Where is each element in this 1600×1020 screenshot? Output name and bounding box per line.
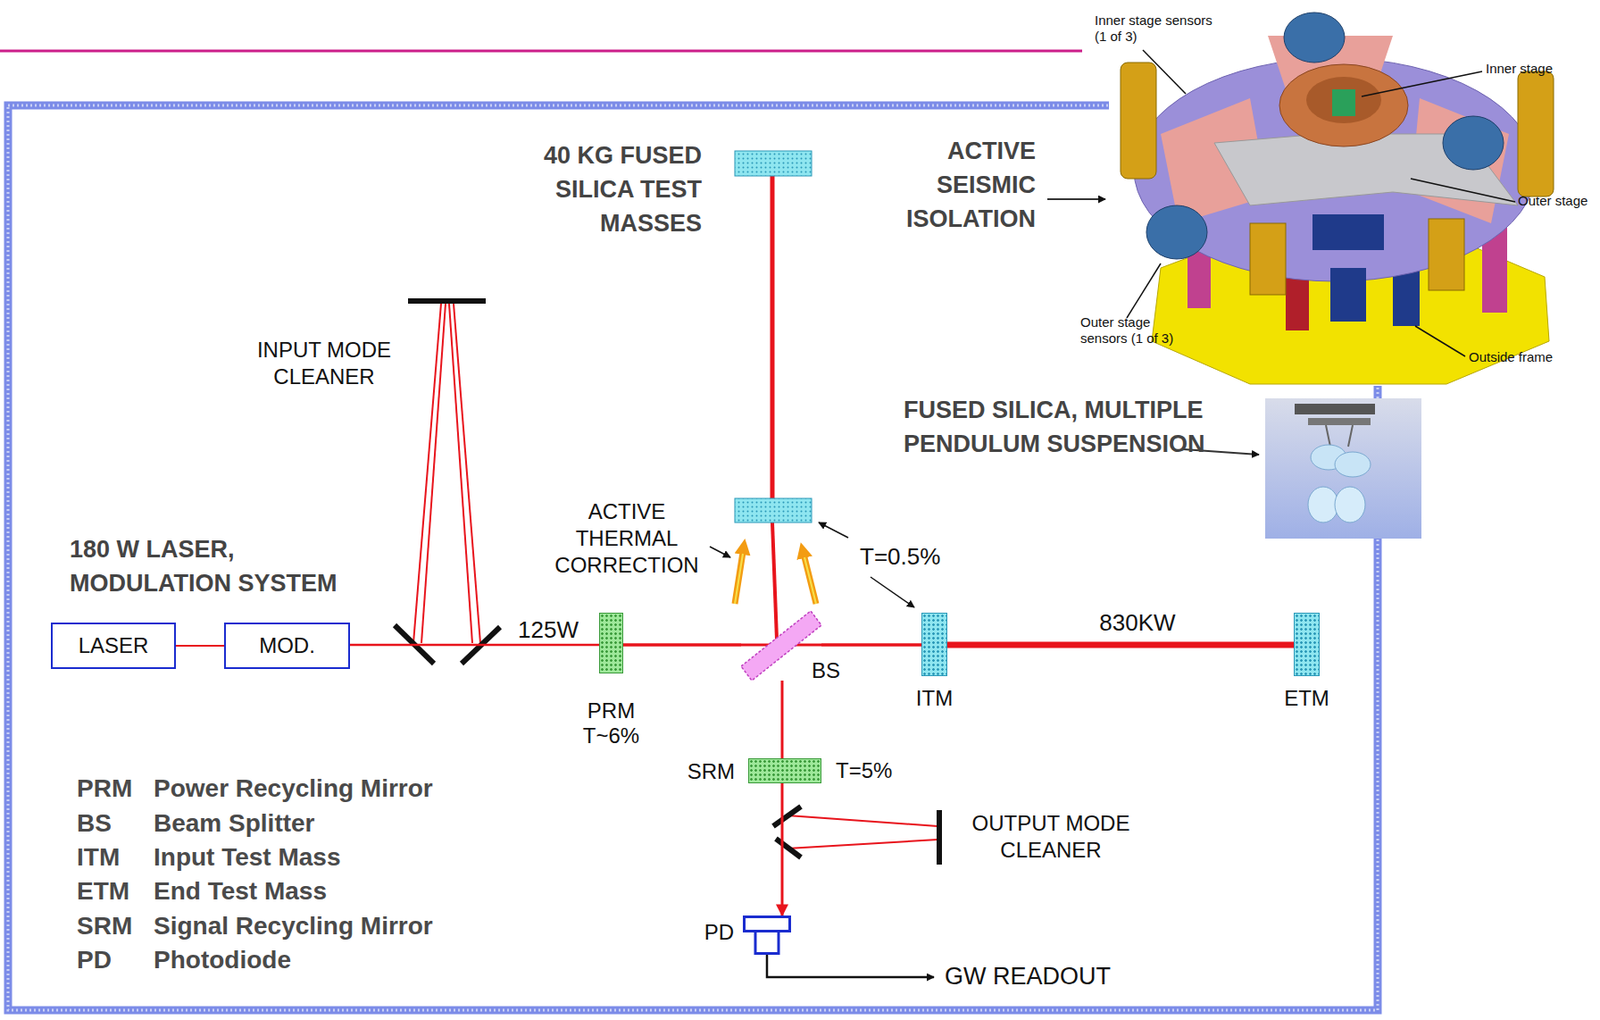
mirror-label: ITM (916, 684, 953, 712)
beam-splitter: BS (741, 610, 822, 681)
pendulum-suspension-illustration (1265, 398, 1422, 539)
annotation-label: INPUT MODE CLEANER (230, 336, 418, 391)
input-test-mass (734, 498, 812, 523)
annotation-label: OUTPUT MODE CLEANER (948, 809, 1154, 864)
abbreviation-list-text: ITM (76, 841, 120, 873)
leader-arrow (1047, 198, 1106, 200)
annotation-label: ACTIVE THERMAL CORRECTION (541, 498, 712, 579)
abbreviation-list-text: PD (76, 944, 112, 975)
part-label: Outer stage sensors (1 of 3) (1080, 314, 1190, 347)
laser-beam (947, 641, 1294, 649)
mirror-label: SRM (687, 758, 735, 785)
abbreviation-list-text: BS (76, 808, 112, 839)
abbreviation-list-text: Beam Splitter (153, 808, 316, 839)
laser-beam (781, 783, 784, 916)
annotation-label: 40 KG FUSED SILICA TEST MASSES (505, 138, 702, 241)
laser-beam (781, 680, 784, 759)
abbreviation-list-text: SRM (76, 910, 133, 942)
photodiode-shape (742, 915, 792, 955)
laser-beam (772, 522, 777, 640)
mirror-label: BS (811, 657, 841, 684)
abbreviation-list-text: Input Test Mass (153, 841, 342, 873)
node-text: MOD. (258, 632, 316, 659)
annotation-label: FUSED SILICA, MULTIPLE PENDULUM SUSPENSI… (903, 392, 1208, 461)
mirror-label: T~6% (583, 722, 640, 750)
abbreviation-list-text: End Test Mass (153, 875, 327, 907)
photodiode: PD (742, 915, 792, 955)
abbreviation-list-text: Photodiode (153, 944, 292, 975)
leader-arrow (818, 522, 849, 538)
laser-beam (770, 175, 775, 499)
end-test-mass (734, 150, 812, 176)
input-test-mass: ITM (921, 612, 948, 676)
beam-power-label: 125W (515, 616, 582, 643)
abbreviation-list-text: Signal Recycling Mirror (153, 910, 434, 942)
abbreviation-list-text: Power Recycling Mirror (153, 773, 434, 804)
part-label: Inner stage (1485, 60, 1553, 77)
output-mode-cleaner (773, 806, 940, 865)
mirror-label: ETM (1283, 684, 1330, 712)
frame-texture (8, 105, 1378, 1010)
leader-arrow (870, 576, 915, 608)
part-label: Outer stage (1517, 192, 1588, 209)
node-text: LASER (78, 632, 150, 659)
annotation-label: ACTIVE SEISMIC ISOLATION (848, 133, 1036, 236)
laser-beam (350, 643, 600, 647)
input-mode-cleaner (394, 300, 500, 664)
part-label: Outside frame (1468, 349, 1553, 366)
laser-box: LASER (50, 622, 176, 669)
thermal-arrows (709, 546, 817, 604)
annotation-label: GW READOUT (944, 962, 1111, 990)
laser-beam (175, 644, 225, 647)
laser-beam (623, 643, 742, 647)
signal-recycling-mirror: SRMT=5% (748, 758, 822, 784)
mirror-label: PD (704, 918, 734, 946)
annotation-label: 180 W LASER, MODULATION SYSTEM (69, 532, 383, 600)
beam-splitter-shape (741, 610, 822, 681)
part-label: Inner stage sensors (1 of 3) (1094, 12, 1220, 45)
abbreviation-list-text: PRM (76, 773, 133, 804)
mirror-label: PRM (587, 697, 635, 725)
laser-beam (821, 643, 922, 647)
end-test-mass: ETM (1293, 612, 1320, 676)
header-rule (0, 50, 1083, 53)
mirror-label: T=5% (835, 757, 892, 784)
annotation-label: T=0.5% (859, 542, 941, 570)
modulator-box: MOD. (224, 622, 350, 669)
frame-border (8, 105, 1378, 1010)
power-recycling-mirror: PRMT~6% (599, 612, 624, 674)
seismic-isolation-illustration (1108, 5, 1562, 386)
readout-line (766, 954, 934, 977)
abbreviation-list-text: ETM (76, 875, 130, 907)
beam-power-label: 830KW (1096, 608, 1178, 636)
